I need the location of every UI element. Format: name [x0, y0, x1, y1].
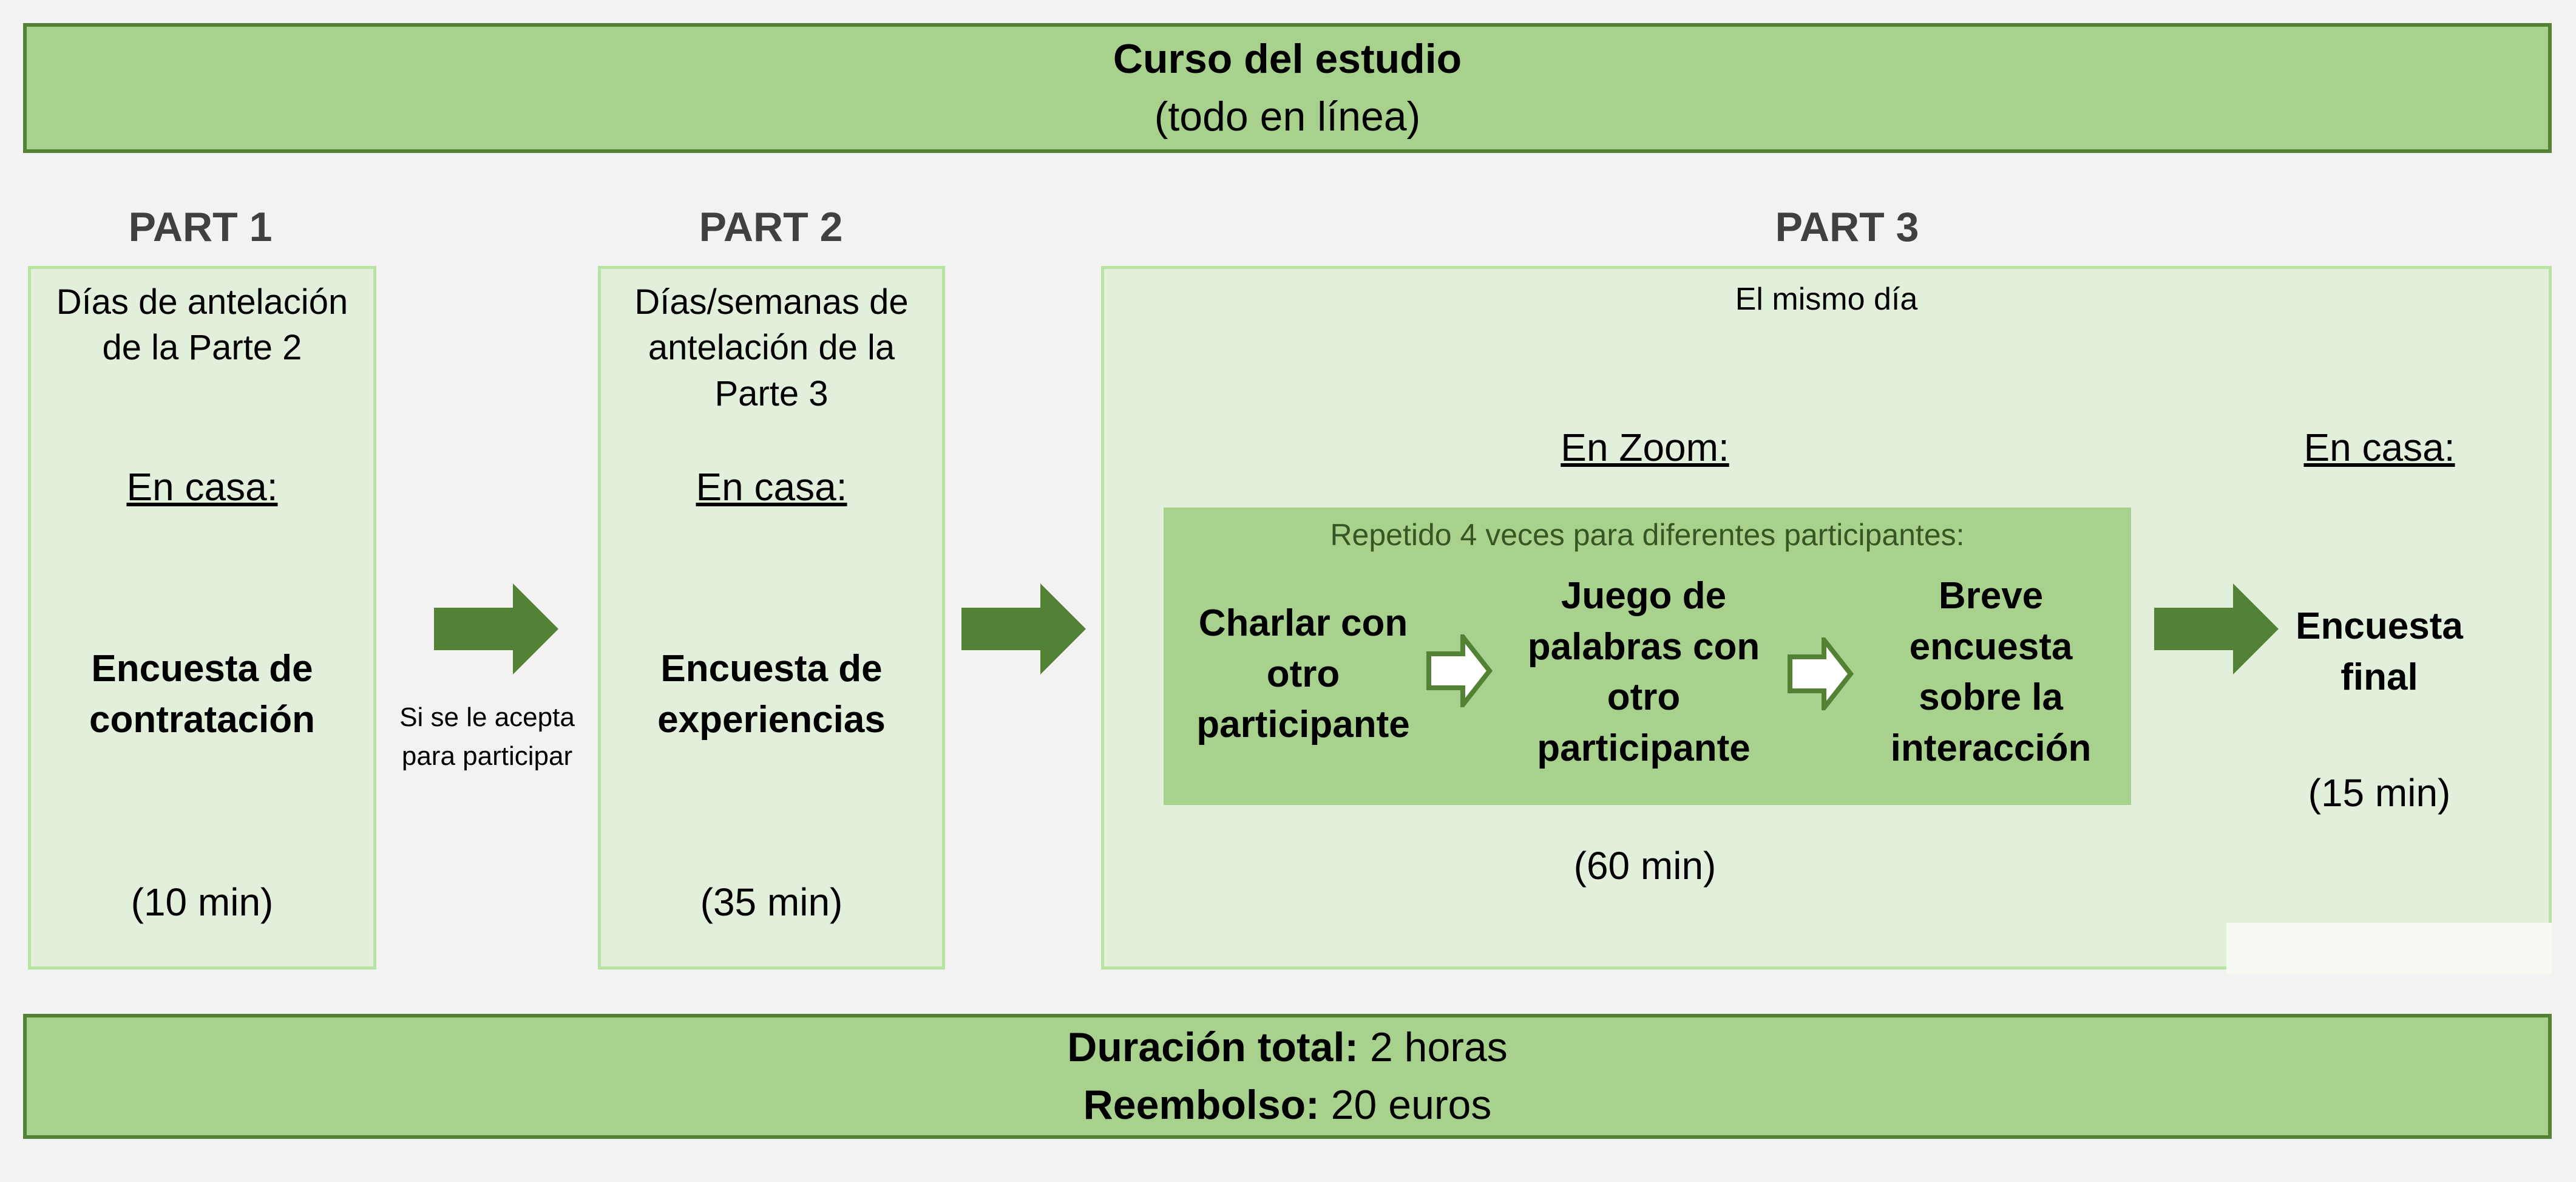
part2-task: Encuesta de experiencias [657, 648, 886, 741]
zoom-location: En Zoom: [1561, 426, 1729, 469]
part3-timing: El mismo día [1735, 282, 1918, 317]
arrow-icon [434, 583, 558, 674]
step-brief-survey: Breve encuesta sobre la interacción [1890, 575, 2092, 770]
arrow-icon [1788, 637, 1854, 710]
header-title: Curso del estudio [1113, 35, 1462, 82]
home-location: En casa: [2303, 426, 2455, 469]
repeat-note: Repetido 4 veces para diferentes partici… [1330, 518, 1965, 552]
part1-label: PART 1 [128, 204, 273, 250]
arrow-icon [961, 583, 1086, 674]
transition-note: Si se le acepta para participar [399, 702, 575, 771]
part1-location: En casa: [126, 465, 278, 509]
home-panel-patch [2226, 923, 2552, 974]
duration-label: Duración total: [1067, 1024, 1359, 1070]
part3-label: PART 3 [1775, 204, 1919, 250]
duration-value: 2 horas [1358, 1024, 1508, 1070]
step-chat: Charlar con otro participante [1196, 602, 1410, 746]
header-subtitle: (todo en línea) [1154, 93, 1421, 140]
part2-label: PART 2 [699, 204, 843, 250]
part2-location: En casa: [696, 465, 847, 509]
part1-box [28, 266, 376, 970]
part1-duration: (10 min) [130, 880, 274, 924]
header-bar: Curso del estudio (todo en línea) [23, 23, 2552, 153]
step-word-game: Juego de palabras con otro participante [1527, 575, 1760, 770]
final-survey: Encuesta final [2296, 605, 2463, 698]
reimbursement-label: Reembolso: [1083, 1082, 1320, 1128]
part2-box [598, 266, 945, 970]
arrow-icon [1426, 634, 1493, 707]
arrow-icon [2154, 583, 2279, 674]
reimbursement-value: 20 euros [1319, 1082, 1492, 1128]
final-duration: (15 min) [2308, 771, 2451, 815]
zoom-duration: (60 min) [1573, 844, 1717, 888]
part1-timing: Días de antelación de la Parte 2 [56, 282, 348, 368]
footer-bar: Duración total: 2 horas Reembolso: 20 eu… [23, 1014, 2552, 1139]
reimbursement: Reembolso: 20 euros [1083, 1076, 1492, 1134]
part2-timing: Días/semanas de antelación de la Parte 3 [634, 282, 909, 413]
repeat-box [1164, 508, 2131, 805]
part1-task: Encuesta de contratación [89, 648, 316, 741]
total-duration: Duración total: 2 horas [1067, 1019, 1508, 1076]
part2-duration: (35 min) [700, 880, 843, 924]
